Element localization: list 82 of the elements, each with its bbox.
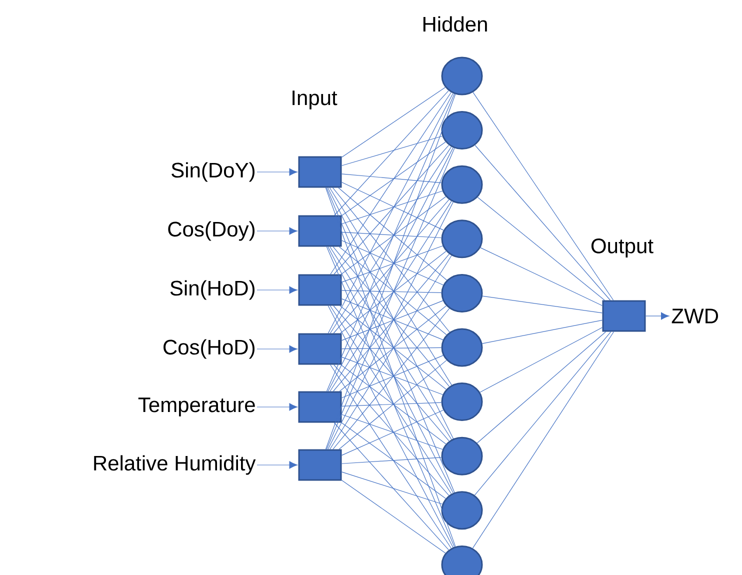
layer-title: Output: [591, 238, 654, 258]
arrow: [256, 403, 298, 411]
connection-line: [341, 246, 443, 282]
connection-line: [328, 246, 454, 494]
neuron-square: [298, 215, 342, 247]
connection-line: [328, 93, 454, 334]
connection-line: [325, 187, 456, 547]
connection-line: [334, 364, 450, 496]
connection-line: [330, 146, 452, 334]
connection-line: [328, 305, 454, 548]
neuron-square: [298, 156, 342, 188]
neuron-square: [298, 333, 342, 365]
neuron-circle: [441, 545, 483, 575]
connection-line: [334, 90, 449, 216]
connection-line: [334, 144, 450, 275]
neuron-circle: [441, 111, 483, 150]
connection-line: [328, 147, 454, 392]
arrow: [256, 168, 298, 176]
arrow: [645, 312, 670, 320]
connection-line: [326, 246, 455, 548]
output-label: ZWD: [672, 308, 718, 324]
arrow: [256, 345, 298, 353]
input-label: Temperature: [138, 398, 255, 416]
neuron-circle: [441, 56, 483, 96]
neuron-circle: [441, 328, 483, 367]
connection-line: [330, 305, 452, 494]
connection-line: [341, 347, 442, 350]
input-label: Sin(HoD): [170, 280, 254, 300]
connection-line: [334, 422, 449, 550]
input-label: Sin(DoY): [172, 162, 254, 182]
connection-line: [482, 320, 603, 344]
arrow: [256, 461, 298, 469]
connection-line: [472, 92, 614, 301]
connection-line: [341, 174, 442, 184]
connection-line: [341, 290, 442, 294]
connection-line: [341, 414, 443, 450]
connection-line: [341, 142, 446, 216]
connection-line: [326, 94, 455, 392]
connection-line: [341, 232, 442, 238]
layer-title: Hidden: [423, 16, 487, 32]
connection-line: [474, 331, 612, 496]
connection-line: [480, 327, 603, 393]
connection-line: [341, 182, 444, 230]
neuron-circle: [441, 274, 483, 312]
connection-line: [330, 364, 452, 549]
neuron-circle: [441, 382, 483, 422]
connection-line: [326, 187, 455, 493]
connection-line: [476, 331, 606, 444]
input-label: Cos(HoD): [164, 339, 254, 359]
neuron-square: [298, 391, 342, 423]
connection-line: [341, 87, 446, 158]
arrow: [256, 227, 298, 235]
connection-line: [326, 148, 455, 450]
connection-line: [341, 136, 443, 166]
neuron-circle: [441, 165, 483, 204]
connection-line: [341, 457, 442, 464]
input-label: Relative Humidity: [94, 455, 256, 475]
connection-line: [477, 196, 605, 301]
connection-line: [341, 472, 443, 504]
neuron-circle: [441, 491, 483, 530]
neuron-square: [602, 300, 646, 332]
connection-line: [341, 402, 442, 406]
neuron-square: [298, 449, 342, 481]
connection-line: [480, 247, 603, 306]
connection-line: [330, 92, 452, 275]
connection-line: [340, 196, 446, 275]
connection-line: [341, 422, 446, 499]
connection-line: [341, 410, 444, 456]
arrow: [256, 286, 298, 294]
neuron-circle: [441, 220, 483, 258]
connection-line: [341, 240, 444, 286]
layer-title: Input: [292, 90, 338, 110]
neuron-square: [298, 274, 342, 306]
neuron-circle: [441, 436, 483, 476]
connection-line: [338, 187, 448, 280]
input-label: Cos(Doy): [168, 221, 254, 241]
connection-line: [474, 144, 611, 301]
connection-line: [341, 190, 443, 224]
connection-line: [482, 296, 603, 314]
connection-line: [472, 331, 614, 549]
connection-line: [341, 480, 446, 554]
connection-line: [325, 94, 456, 450]
